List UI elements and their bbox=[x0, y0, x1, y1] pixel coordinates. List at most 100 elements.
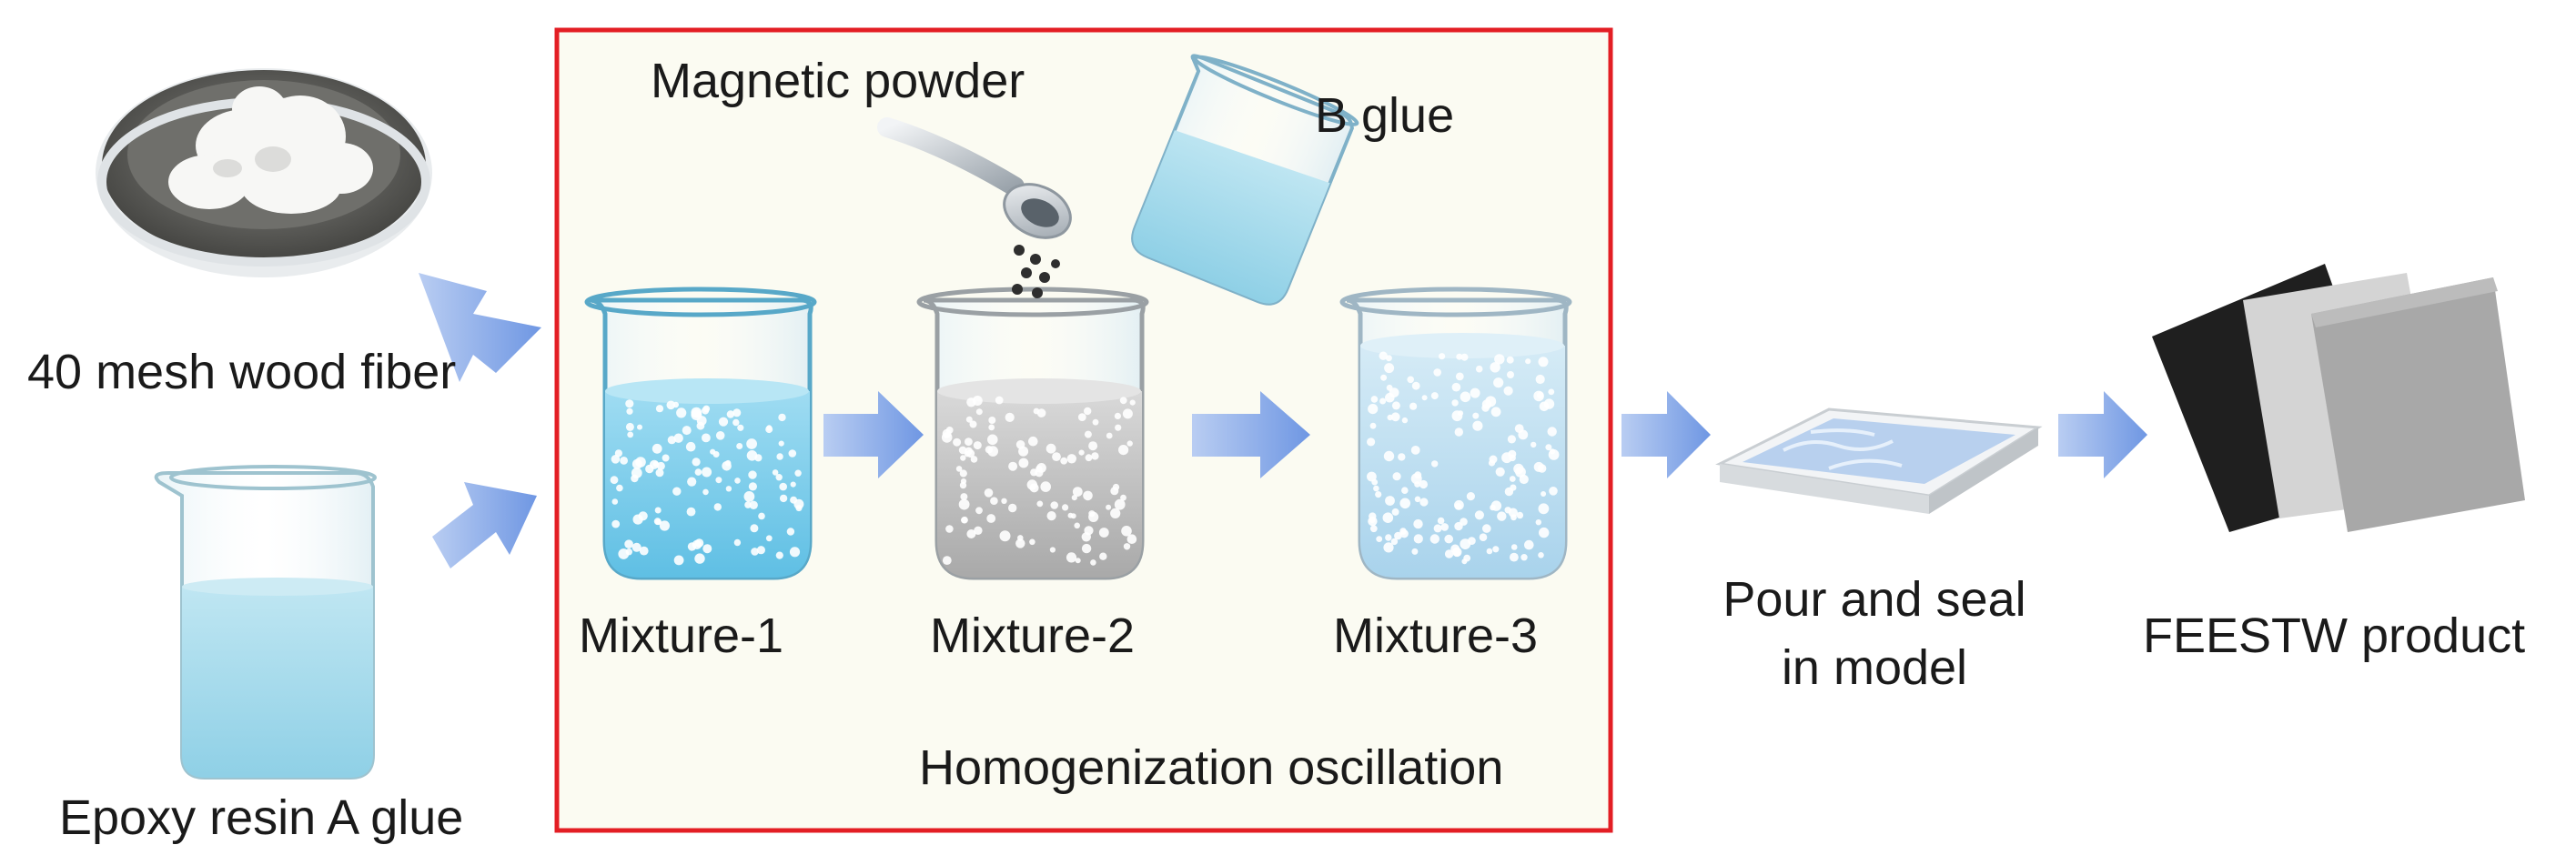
particle-dot bbox=[1451, 382, 1461, 392]
spoon-icon bbox=[877, 117, 1072, 239]
particle-dot bbox=[1389, 387, 1399, 397]
particle-dot bbox=[1453, 549, 1460, 558]
particle-dot bbox=[941, 432, 953, 443]
particle-dot bbox=[732, 418, 740, 427]
particle-dot bbox=[692, 458, 701, 467]
particle-dot bbox=[1530, 441, 1537, 448]
particle-dot bbox=[965, 438, 973, 446]
particle-dot bbox=[687, 542, 697, 551]
particle-dot bbox=[1390, 412, 1400, 422]
particle-dot bbox=[1077, 413, 1086, 421]
particle-dot bbox=[1391, 401, 1400, 410]
particles-mixture-2 bbox=[941, 396, 1137, 566]
particle-dot bbox=[672, 401, 679, 408]
particle-dot bbox=[1121, 526, 1132, 537]
particle-dot bbox=[749, 500, 758, 509]
particle-dot bbox=[1535, 374, 1545, 385]
particle-dot bbox=[694, 468, 702, 476]
particle-dot bbox=[1098, 528, 1109, 538]
particle-dot bbox=[1510, 544, 1518, 550]
particle-dot bbox=[1514, 424, 1524, 433]
particle-dot bbox=[627, 431, 634, 438]
particle-dot bbox=[652, 461, 659, 468]
particle-dot bbox=[775, 551, 783, 559]
label-in-model: in model bbox=[1781, 640, 1968, 695]
particle-dot bbox=[1369, 422, 1377, 429]
particle-dot bbox=[995, 396, 1004, 405]
particle-dot bbox=[758, 512, 765, 520]
particle-dot bbox=[765, 426, 773, 434]
particle-dot bbox=[1538, 503, 1550, 515]
particle-dot bbox=[1066, 454, 1077, 464]
particle-dot bbox=[1066, 552, 1077, 563]
particle-dot bbox=[1437, 517, 1445, 525]
particle-dot bbox=[1444, 534, 1453, 544]
particle-dot bbox=[751, 548, 759, 556]
particle-dot bbox=[1036, 463, 1046, 473]
particle-dot bbox=[988, 424, 995, 431]
particle-dot bbox=[733, 538, 742, 547]
particle-dot bbox=[1123, 543, 1131, 550]
particle-dot bbox=[1106, 432, 1113, 439]
particle-dot bbox=[1376, 536, 1383, 542]
particle-dot bbox=[672, 487, 682, 496]
particle-dot bbox=[1490, 407, 1501, 417]
particle-dot bbox=[1379, 351, 1388, 360]
particle-dot bbox=[1368, 516, 1378, 527]
particle-dot bbox=[1549, 487, 1558, 496]
particle-dot bbox=[756, 546, 766, 555]
particle-dot bbox=[966, 529, 976, 538]
particle-dot bbox=[1399, 529, 1409, 538]
particle-dot bbox=[1407, 376, 1414, 384]
particle-dot bbox=[1472, 412, 1480, 419]
particle-dot bbox=[611, 498, 619, 505]
particle-dot bbox=[1439, 353, 1446, 360]
particle-dot bbox=[1029, 538, 1035, 546]
particle-dot bbox=[999, 530, 1011, 542]
particle-dot bbox=[778, 440, 784, 447]
particle-dot bbox=[975, 408, 983, 416]
beaker-mixture-1 bbox=[584, 287, 817, 580]
particles-mixture-3 bbox=[1367, 351, 1560, 565]
particle-dot bbox=[1074, 522, 1080, 529]
particle-dot bbox=[1419, 498, 1429, 507]
particle-dot bbox=[1387, 414, 1393, 421]
particle-dot bbox=[966, 397, 976, 407]
particle-dot bbox=[1367, 438, 1376, 447]
particle-dot bbox=[1028, 436, 1038, 447]
particle-dot bbox=[1460, 391, 1471, 403]
beaker-mixture-2 bbox=[916, 287, 1149, 580]
particle-dot bbox=[1015, 538, 1025, 548]
arrow-fiber bbox=[419, 273, 541, 382]
particle-dot bbox=[1385, 496, 1395, 506]
arrow-to-mold bbox=[1621, 391, 1711, 478]
particle-dot bbox=[1547, 427, 1557, 437]
particle-dot bbox=[1398, 453, 1406, 461]
particle-dot bbox=[975, 507, 983, 515]
particle-dot bbox=[1049, 547, 1056, 553]
particle-dot bbox=[1472, 420, 1483, 431]
epoxy-beaker-icon bbox=[154, 465, 377, 780]
particle-dot bbox=[715, 431, 725, 440]
mold-tray-icon bbox=[1715, 407, 2043, 514]
particle-dot bbox=[990, 497, 998, 505]
label-epoxy-a-glue: Epoxy resin A glue bbox=[59, 790, 464, 845]
particle-dot bbox=[1052, 452, 1061, 461]
particle-dot bbox=[1060, 457, 1068, 465]
particle-dot bbox=[986, 514, 996, 523]
particle-dot bbox=[1394, 531, 1402, 540]
particle-dot bbox=[1454, 521, 1463, 531]
particle-dot bbox=[1493, 377, 1504, 388]
particle-dot bbox=[779, 494, 788, 503]
label-mixture-3: Mixture-3 bbox=[1333, 609, 1539, 663]
particle-dot bbox=[1120, 494, 1126, 501]
particle-dot bbox=[1456, 353, 1463, 360]
particle-dot bbox=[942, 556, 952, 565]
particle-dot bbox=[1507, 435, 1516, 444]
particle-dot bbox=[620, 457, 628, 465]
particle-dot bbox=[1451, 399, 1459, 407]
particle-dot bbox=[1463, 554, 1471, 562]
particle-dot bbox=[786, 528, 795, 536]
particle-dot bbox=[626, 407, 633, 415]
particle-dot bbox=[1535, 519, 1542, 526]
